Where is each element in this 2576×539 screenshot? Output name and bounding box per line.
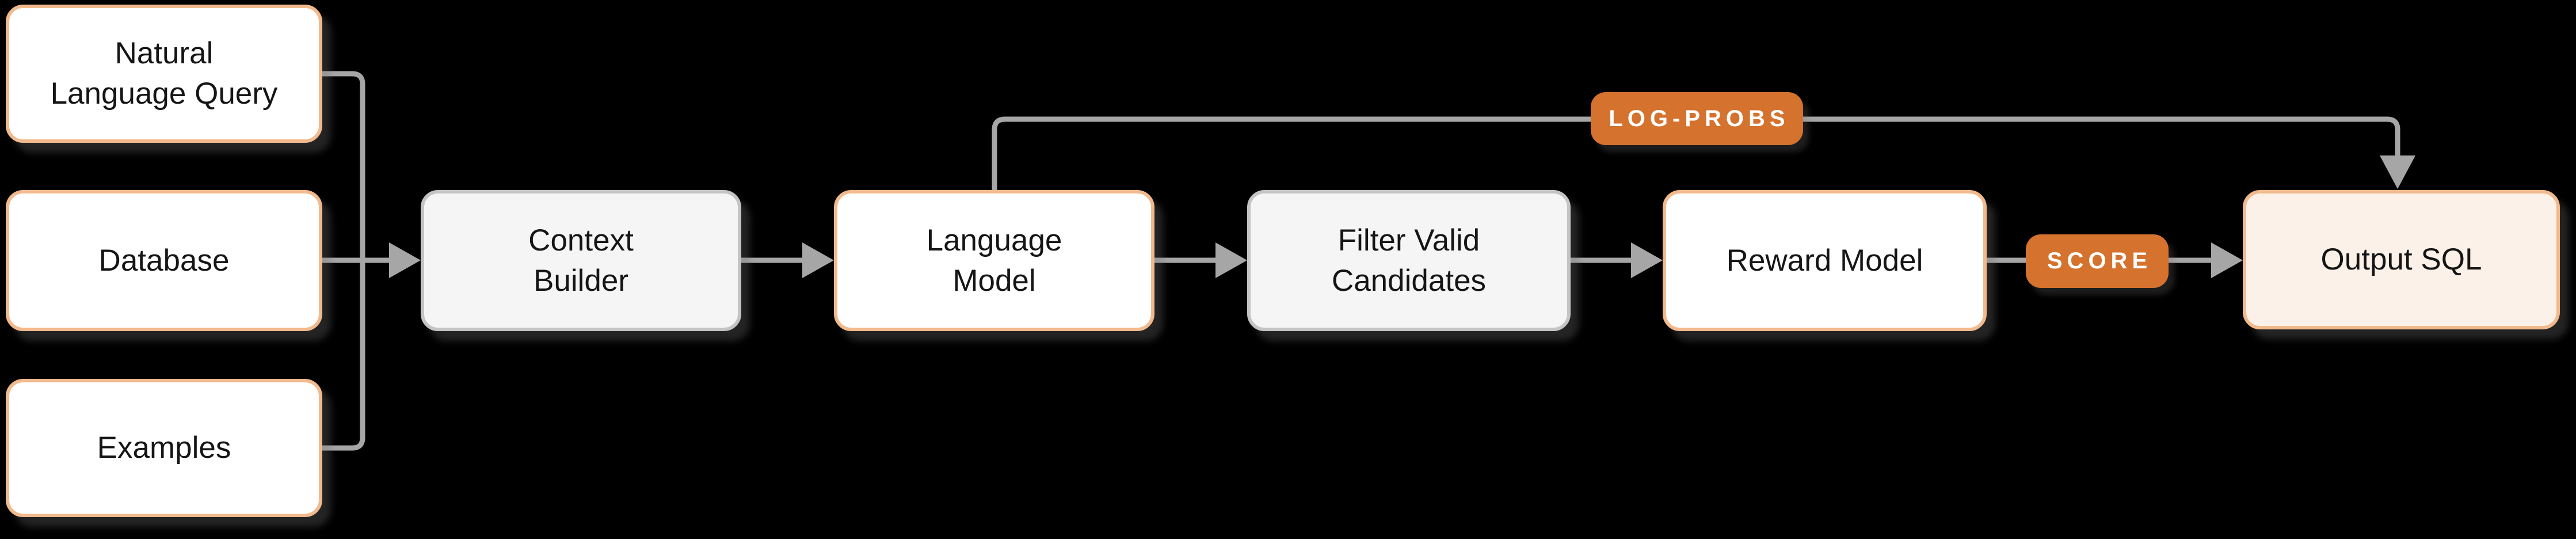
wire-nlq-to-collector	[322, 71, 365, 260]
badge-log-probs: LOG-PROBS	[1591, 92, 1803, 145]
wire-examples-to-collector	[322, 260, 365, 451]
node-label-natural-language-query: Natural Language Query	[50, 36, 278, 111]
badge-label-score: SCORE	[2047, 248, 2152, 274]
arrowhead-down-into-output-sql	[2380, 155, 2415, 189]
badge-label-log-probs: LOG-PROBS	[1609, 105, 1790, 131]
arrowhead-into-context-builder	[389, 242, 421, 278]
node-database: Database	[6, 190, 322, 331]
badge-score: SCORE	[2026, 234, 2169, 288]
node-filter-valid-candidates: Filter Valid Candidates	[1247, 190, 1571, 331]
node-label-reward-model: Reward Model	[1726, 243, 1923, 278]
arrowhead-into-output-sql	[2211, 242, 2243, 278]
node-output-sql: Output SQL	[2243, 190, 2560, 329]
node-label-output-sql: Output SQL	[2320, 242, 2482, 277]
arrowhead-into-filter	[1215, 242, 1247, 278]
node-examples: Examples	[6, 379, 322, 517]
node-label-context-builder: Context Builder	[528, 223, 634, 298]
node-label-database: Database	[98, 243, 230, 278]
node-context-builder: Context Builder	[421, 190, 741, 331]
node-language-model: Language Model	[834, 190, 1154, 331]
node-reward-model: Reward Model	[1663, 190, 1987, 331]
node-label-examples: Examples	[97, 431, 231, 465]
node-label-language-model: Language Model	[926, 223, 1062, 298]
arrowhead-into-language-model	[802, 242, 834, 278]
node-natural-language-query: Natural Language Query	[6, 5, 322, 143]
node-label-filter-valid-candidates: Filter Valid Candidates	[1331, 223, 1487, 298]
arrowhead-into-reward-model	[1631, 242, 1663, 278]
